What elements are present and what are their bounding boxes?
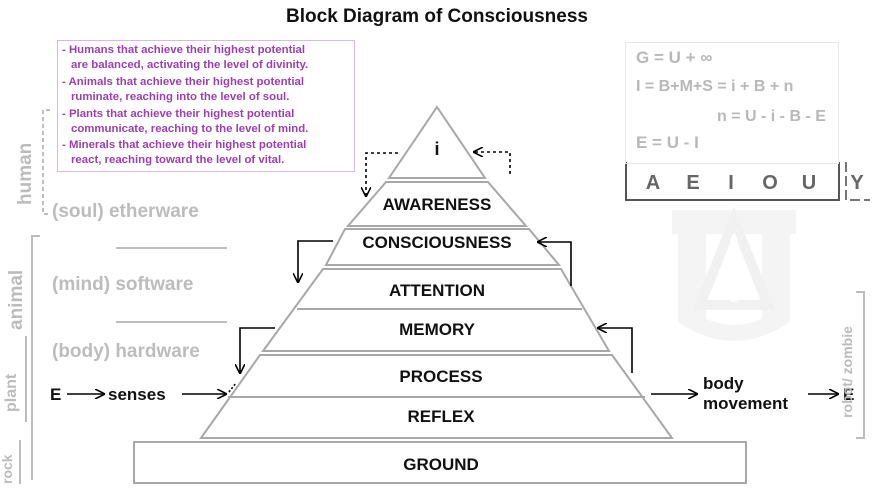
arrow-memory-to-process	[240, 327, 275, 373]
bracket-animal	[31, 235, 40, 480]
formula-n: n = U - i - B - E	[717, 108, 826, 125]
rock-label: rock	[0, 454, 15, 484]
note-line: - Animals that achieve their highest pot…	[62, 76, 304, 88]
base-label: GROUND	[403, 455, 479, 474]
level-label: PROCESS	[399, 367, 482, 386]
arrow-apex-right-dotted	[474, 152, 511, 174]
note-line: - Plants that achieve their highest pote…	[62, 108, 295, 120]
au-logo-watermark: A i E	[672, 206, 796, 341]
vowel: O	[762, 172, 778, 194]
formula-e: E = U - I	[636, 133, 699, 152]
note-line: react, reaching toward the level of vita…	[71, 154, 285, 166]
level-label: ATTENTION	[389, 281, 485, 300]
logo-left-post	[678, 228, 706, 322]
robot-zombie-label: robot/ zombie	[839, 326, 855, 418]
movement-label: movement	[703, 394, 788, 413]
note-line: - Humans that achieve their highest pote…	[62, 44, 306, 56]
plant-label: plant	[3, 373, 20, 412]
senses-label: senses	[108, 385, 166, 404]
vowel: A	[646, 172, 660, 194]
pyramid-level-consciousness	[324, 228, 562, 266]
page-title: Block Diagram of Consciousness	[286, 6, 588, 27]
formula-box	[625, 42, 839, 164]
level-label: REFLEX	[407, 407, 475, 426]
y-bracket	[845, 162, 870, 201]
soul-etherware-label: (soul) etherware	[52, 201, 199, 222]
pyramid-base-ground	[133, 441, 747, 484]
pyramid-apex	[387, 105, 487, 179]
formula-i: I = B+M+S = i + B + n	[636, 78, 794, 95]
formula-g: G = U + ∞	[636, 48, 713, 67]
bracket-human	[42, 109, 50, 215]
logo-letter-a: A	[730, 231, 739, 245]
level-label: AWARENESS	[383, 195, 492, 214]
body-hardware-label: (body) hardware	[52, 341, 200, 362]
notes-box	[57, 40, 355, 172]
arrow-consciousness-to-attention	[298, 240, 333, 282]
mind-software-label: (mind) software	[52, 274, 193, 295]
logo-right-post	[762, 228, 790, 322]
vowels-row: A E I O U Y	[625, 162, 870, 201]
level-label: MEMORY	[399, 320, 476, 339]
note-line: communicate, reaching to the level of mi…	[71, 123, 309, 135]
logo-a-triangle	[692, 206, 776, 310]
pyramid	[133, 105, 747, 484]
apex-label: i	[434, 139, 439, 159]
logo-bowl	[678, 300, 790, 341]
vowel: I	[728, 172, 734, 194]
note-line: ruminate, reaching into the level of sou…	[71, 91, 290, 103]
animal-label: animal	[6, 270, 27, 330]
logo-letter-e: E	[730, 291, 738, 305]
input-e-label: E	[50, 385, 61, 404]
logo-letter-i: i	[732, 250, 736, 265]
note-line: - Minerals that achieve their highest po…	[62, 139, 307, 151]
pyramid-level-awareness	[345, 181, 529, 227]
output-e-label: E	[843, 385, 854, 404]
vowel: E	[686, 172, 699, 194]
arrow-apex-left-dotted	[366, 152, 398, 196]
arrow-attention-to-consciousness	[538, 242, 572, 286]
dotted-senses-entry	[228, 382, 237, 393]
arrow-process-to-memory	[598, 328, 633, 373]
level-label: CONSCIOUSNESS	[362, 233, 511, 252]
vowels-frame	[625, 162, 840, 201]
bracket-robot-zombie	[856, 291, 865, 439]
body-label: body	[703, 374, 744, 393]
human-label: human	[15, 143, 36, 205]
y-letter: Y	[850, 172, 864, 194]
note-line: are balanced, activating the level of di…	[71, 59, 309, 71]
logo-top-bar	[672, 210, 796, 234]
vowel: U	[802, 172, 816, 194]
